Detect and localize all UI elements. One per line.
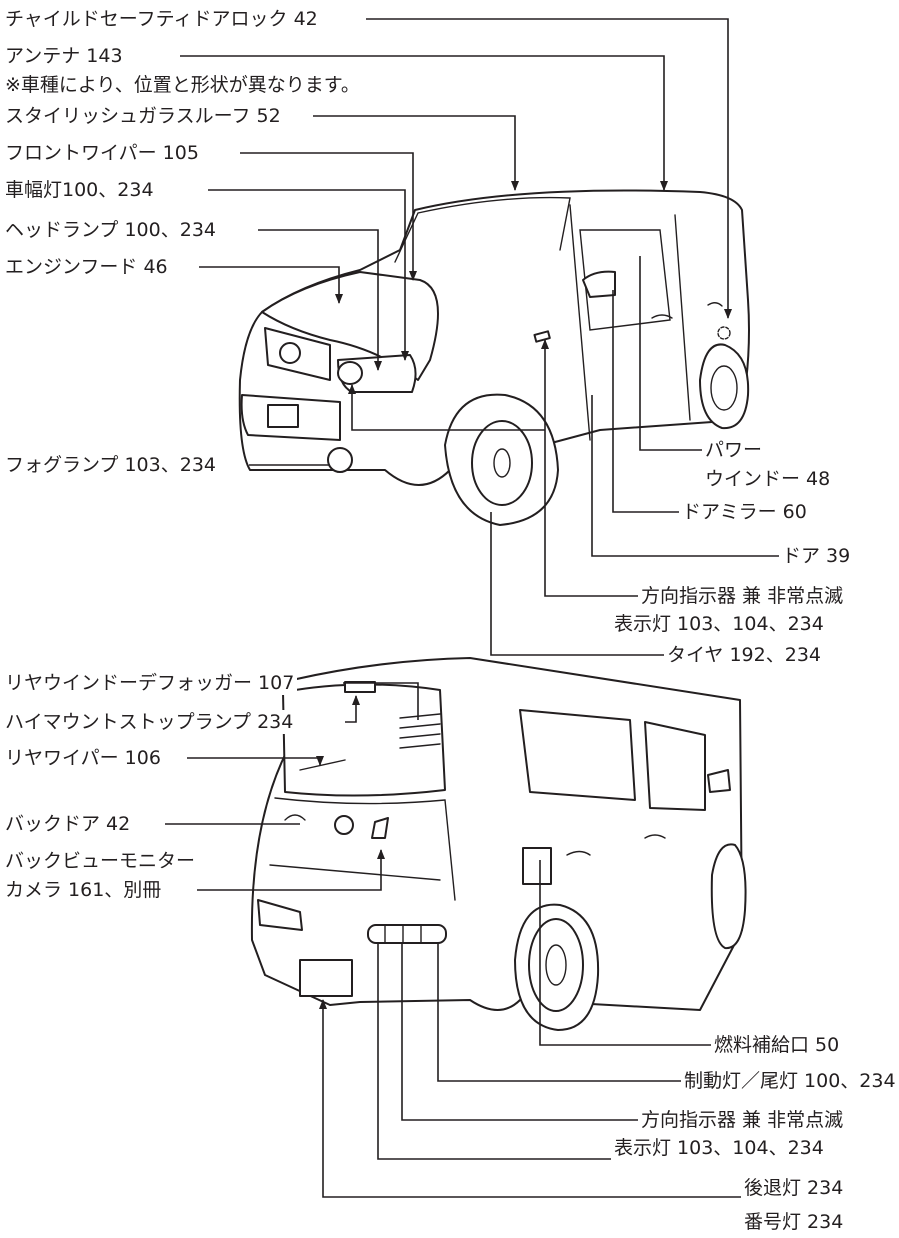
front-turn-signal-label-1: 方向指示器 兼 非常点滅 bbox=[638, 584, 847, 608]
front-leader-lines bbox=[180, 18, 779, 656]
reverse-lamp-label: 後退灯 234 bbox=[741, 1176, 847, 1200]
front-turn-signal-label-2: 表示灯 103、104、234 bbox=[611, 612, 827, 636]
side-lamp-label: 車幅灯100、234 bbox=[2, 178, 157, 202]
child-lock-label: チャイルドセーフティドアロック 42 bbox=[2, 7, 321, 31]
camera-label-1: バックビューモニター bbox=[2, 849, 199, 873]
diagram-drawing bbox=[165, 18, 779, 1198]
rear-turn-signal-label-2: 表示灯 103、104、234 bbox=[611, 1136, 827, 1160]
door-label: ドア 39 bbox=[779, 544, 854, 568]
rear-car-illustration bbox=[250, 657, 747, 1031]
defogger-label: リヤウインドーデフォッガー 107 bbox=[2, 671, 298, 695]
front-wiper-label: フロントワイパー 105 bbox=[2, 141, 202, 165]
brake-tail-label: 制動灯／尾灯 100、234 bbox=[681, 1069, 899, 1093]
vehicle-parts-diagram: チャイルドセーフティドアロック 42 アンテナ 143 ※車種により、位置と形状… bbox=[2, 7, 896, 1234]
plate-lamp-label: 番号灯 234 bbox=[741, 1210, 847, 1234]
high-mount-label: ハイマウントストップランプ 234 bbox=[2, 710, 297, 734]
fuel-lid-label: 燃料補給口 50 bbox=[711, 1033, 843, 1057]
door-mirror-label: ドアミラー 60 bbox=[679, 500, 810, 524]
tire-label: タイヤ 192、234 bbox=[664, 643, 825, 667]
front-car-illustration bbox=[238, 189, 750, 526]
power-window-label-1: パワー bbox=[702, 438, 766, 462]
power-window-label-2: ウインドー 48 bbox=[702, 467, 834, 491]
glass-roof-label: スタイリッシュガラスルーフ 52 bbox=[2, 104, 284, 128]
antenna-note: ※車種により、位置と形状が異なります。 bbox=[2, 73, 363, 97]
camera-label-2: カメラ 161、別冊 bbox=[2, 878, 165, 902]
headlamp-label: ヘッドランプ 100、234 bbox=[2, 218, 220, 242]
antenna-label: アンテナ 143 bbox=[2, 44, 126, 68]
fog-lamp-label: フォグランプ 103、234 bbox=[2, 453, 220, 477]
rear-wiper-label: リヤワイパー 106 bbox=[2, 746, 164, 770]
rear-turn-signal-label-1: 方向指示器 兼 非常点滅 bbox=[638, 1108, 847, 1132]
hood-label: エンジンフード 46 bbox=[2, 255, 171, 279]
back-door-label: バックドア 42 bbox=[2, 812, 134, 836]
